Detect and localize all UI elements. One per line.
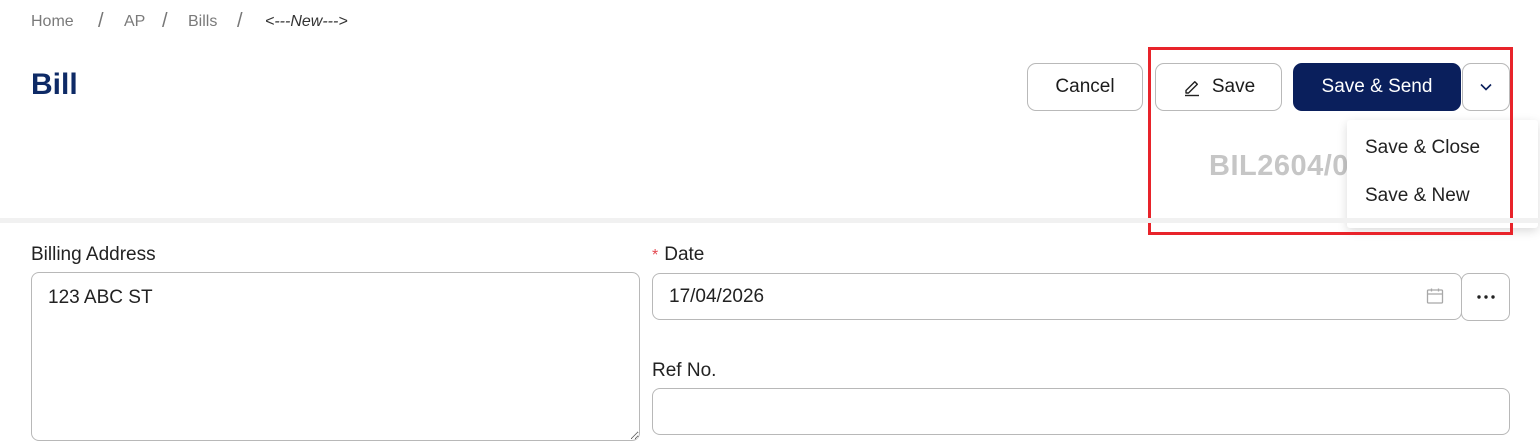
date-more-button[interactable]	[1461, 273, 1510, 321]
breadcrumb-ap-link[interactable]: AP	[124, 13, 146, 30]
calendar-icon[interactable]	[1425, 286, 1445, 311]
breadcrumb-separator: /	[98, 10, 104, 32]
more-horizontal-icon	[1476, 294, 1496, 300]
breadcrumb-separator: /	[162, 10, 168, 32]
more-save-options-button[interactable]	[1462, 63, 1510, 111]
pencil-icon	[1182, 77, 1202, 97]
breadcrumb-home-link[interactable]: Home	[31, 13, 74, 30]
save-button[interactable]: Save	[1155, 63, 1282, 111]
chevron-down-icon	[1479, 82, 1493, 92]
required-mark: *	[652, 247, 659, 264]
menu-item-save-new[interactable]: Save & New	[1365, 185, 1470, 206]
section-divider	[0, 218, 1540, 223]
save-and-send-button[interactable]: Save & Send	[1293, 63, 1461, 111]
breadcrumb-bills-link[interactable]: Bills	[188, 13, 218, 30]
breadcrumb-separator: /	[237, 10, 243, 32]
save-options-dropdown: Save & Close Save & New	[1347, 120, 1538, 228]
date-label-text: Date	[664, 244, 705, 265]
cancel-button-label: Cancel	[1055, 76, 1115, 97]
save-and-send-label: Save & Send	[1321, 76, 1433, 97]
date-label: * Date	[652, 244, 704, 266]
cancel-button[interactable]: Cancel	[1027, 63, 1143, 111]
bill-number: BIL2604/0	[1209, 150, 1349, 182]
breadcrumb-current: <---New--->	[265, 13, 348, 30]
date-input[interactable]	[652, 273, 1462, 320]
save-button-label: Save	[1211, 76, 1256, 97]
menu-item-save-close[interactable]: Save & Close	[1365, 137, 1481, 158]
ref-no-input[interactable]	[652, 388, 1510, 435]
billing-address-textarea[interactable]: 123 ABC ST	[31, 272, 640, 441]
page-title: Bill	[31, 68, 78, 101]
ref-no-label: Ref No.	[652, 360, 717, 381]
billing-address-label: Billing Address	[31, 244, 156, 265]
